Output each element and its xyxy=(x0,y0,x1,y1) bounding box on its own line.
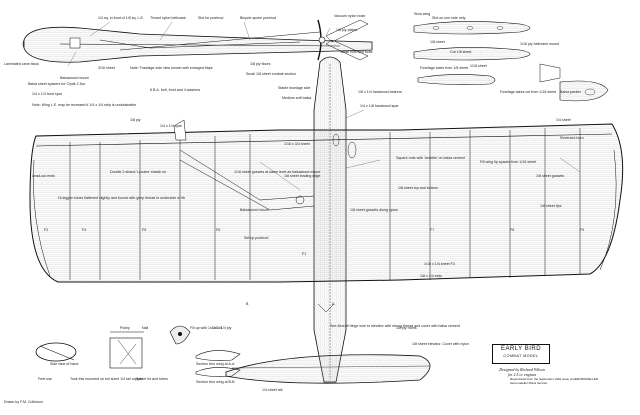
label-f6: F6 xyxy=(216,228,221,232)
label-feet-use: Feet use xyxy=(38,377,52,381)
label-hinge-wire: See Aircraft hinge wire to elevator with… xyxy=(330,324,460,328)
label-tool-mount: Took this mounted on full sized 1/4 tail… xyxy=(70,377,143,381)
label-ba-bolt: 6 B.A. bolt, front and 4 washers xyxy=(150,88,201,92)
label-balsa-packer: Balsa packer xyxy=(560,90,581,94)
designer-credit: Designed by Richard Wilson for 2.5 cc en… xyxy=(492,367,552,377)
label-sheet-tips: 1/8 sheet tips xyxy=(540,204,562,208)
label-fuselage-note: Note: Fuselage side view shown with enla… xyxy=(130,66,213,70)
label-solder: Solder lid and tubes xyxy=(136,377,168,381)
label-ply-plates: 1/8 ply plates xyxy=(336,28,358,32)
label-leadout-ends: Lead-out ends xyxy=(32,174,55,178)
label-f1: F1 xyxy=(302,252,307,256)
label-bellcrank: Tinned nylon bellcrank xyxy=(150,16,186,20)
label-leading-edge: 1/8 sheet leading edge xyxy=(284,174,321,178)
label-combat-section: Small 1/8 sheet combat section xyxy=(246,72,296,76)
leader-lines xyxy=(67,21,581,191)
label-sheet-316: 3/16 sheet xyxy=(98,66,115,70)
label-ply-quarter: 1/4 x 1/4 ply xyxy=(212,326,232,330)
label-f5: F5 xyxy=(142,228,147,232)
title-block: EARLY BIRD COMBAT MODEL xyxy=(492,344,550,364)
label-front-spar-2: 1/4 x 1/4 front spar xyxy=(32,92,62,96)
publication-credit: Reproduced from the September 1962 issue… xyxy=(510,377,599,385)
label-f9: F9 xyxy=(580,228,585,232)
label-b: B xyxy=(246,302,249,306)
label-hardwood-spar: 1/4 x 1/8 hardwood spar xyxy=(360,104,399,108)
label-balsawood-mount: Balsawood mount xyxy=(60,76,89,80)
label-ply-mount: 1/16 ply bellcrank mount xyxy=(520,42,559,46)
label-slot-one-side: Slot on one side only xyxy=(432,16,466,20)
label-f2: F2 xyxy=(44,228,49,232)
label-ply-horns: 1/8 ply horns xyxy=(396,326,417,330)
label-nail: Nail xyxy=(142,326,149,330)
plan-subtitle: COMBAT MODEL xyxy=(503,354,539,358)
label-reversed-horn: Reversed horn xyxy=(560,136,584,140)
label-elevator: 1/8 sheet elevator. Cover with nylon xyxy=(412,342,469,346)
label-fuselage-tasks: Fuselage takes cut from 1/16 sheet xyxy=(500,90,557,94)
bottom-details xyxy=(35,303,431,384)
plan-title: EARLY BIRD xyxy=(500,346,542,352)
label-sixteenth-sheet: 1/16 sheet xyxy=(470,64,487,68)
label-drawn-by: Drawn by F.M. Collinson xyxy=(4,400,43,404)
label-section-bb: Section thro wing at B-B xyxy=(196,380,235,384)
label-tail-sheet: 1/4 sheet tail xyxy=(262,388,283,392)
label-balsawood-mount-2: Balsawood mount xyxy=(240,208,269,212)
label-square-rods: Square rods with 'Araldite' on balsa cem… xyxy=(396,156,465,160)
label-a: A xyxy=(332,302,335,306)
label-fuselage-side: Stable fuselage side xyxy=(278,86,311,90)
label-side-view-hand: Side view of hand xyxy=(50,362,79,366)
label-spar: 1/4 x 1/4 spar xyxy=(160,124,182,128)
label-bearers: 1/8 x 1/4 hardwood bearers xyxy=(358,90,402,94)
label-fill-up: Fill up with 1/4 x 1/4 xyxy=(190,326,222,330)
label-wing-tip-fill: Fill wing tip spaces from 1/16 sheet xyxy=(480,160,537,164)
label-ply-eighth: 1/8 ply xyxy=(130,118,141,122)
designer-name: Designed by Richard Wilson xyxy=(499,367,545,372)
label-medium-balsa: Medium soft balsa xyxy=(282,96,312,100)
label-fuselage-sides: Fuselage sides from 1/8 sheet xyxy=(420,66,469,70)
wing-plan xyxy=(29,119,624,283)
label-gussets-level: 1/16 sheet gussets at same level as bals… xyxy=(234,170,321,174)
label-set-pushrod: Set up pushrod xyxy=(244,236,269,240)
label-wing-note: Note: Wing L.E. may be recessed if 1/4 x… xyxy=(32,103,137,107)
label-cut-sheet: Cut 1/8 sheet xyxy=(450,50,472,54)
label-slow-wing: Slow wing xyxy=(414,12,431,16)
tip-templates xyxy=(413,21,609,102)
label-cane-block: Laminated cane block xyxy=(4,62,39,66)
label-sheet-quarter: 1/4 sheet xyxy=(556,118,571,122)
label-front-spar: 1/4 sq. in front of 1/8 sq. L.E. xyxy=(98,16,144,20)
label-sheet-top-bottom: 1/8 sheet top and bottom xyxy=(398,186,438,190)
label-bicycle-spoke: Bicycle spoke pushrod xyxy=(240,16,276,20)
label-f4: F4 xyxy=(82,228,87,232)
label-spacers: Balsa sheet spacers for Clyde 2.5cc xyxy=(28,82,86,86)
engine-spec: for 2.5 cc engines xyxy=(507,372,537,377)
label-ply-floors: 1/8 ply floors xyxy=(250,62,271,66)
label-nuts-bolts: Small nuts and bolts xyxy=(340,50,373,54)
label-sheet-f3: 1/16 x 1/4 sheet F3 xyxy=(424,262,455,266)
label-gussets-spars: 1/8 sheet gussets along spars xyxy=(350,208,398,212)
label-lycotex: Double 3 strand 'Lycotex' elastic on xyxy=(110,170,167,174)
label-f7: F7 xyxy=(430,228,435,232)
label-eighth-sheet: 1/8 sheet xyxy=(430,40,445,44)
label-pulley: Pulley xyxy=(120,326,130,330)
label-sheet-gussets: 1/8 sheet gussets xyxy=(536,174,565,178)
label-pushrod-slot: Slot for pushrod xyxy=(198,16,224,20)
label-section-aa: Section thro wing at A-A xyxy=(196,362,235,366)
label-nylon-hose: Vacuum nylon hose xyxy=(334,14,366,18)
label-strip: 1/8 x 1/4 strip xyxy=(420,274,442,278)
label-f8: F8 xyxy=(510,228,515,232)
fuselage-side-view xyxy=(22,19,373,63)
label-hi-leggen: Hi-leggen tubes flattened slightly and b… xyxy=(58,196,186,200)
label-sheet-116: 1/16 x 3/4 sheet xyxy=(284,142,310,146)
